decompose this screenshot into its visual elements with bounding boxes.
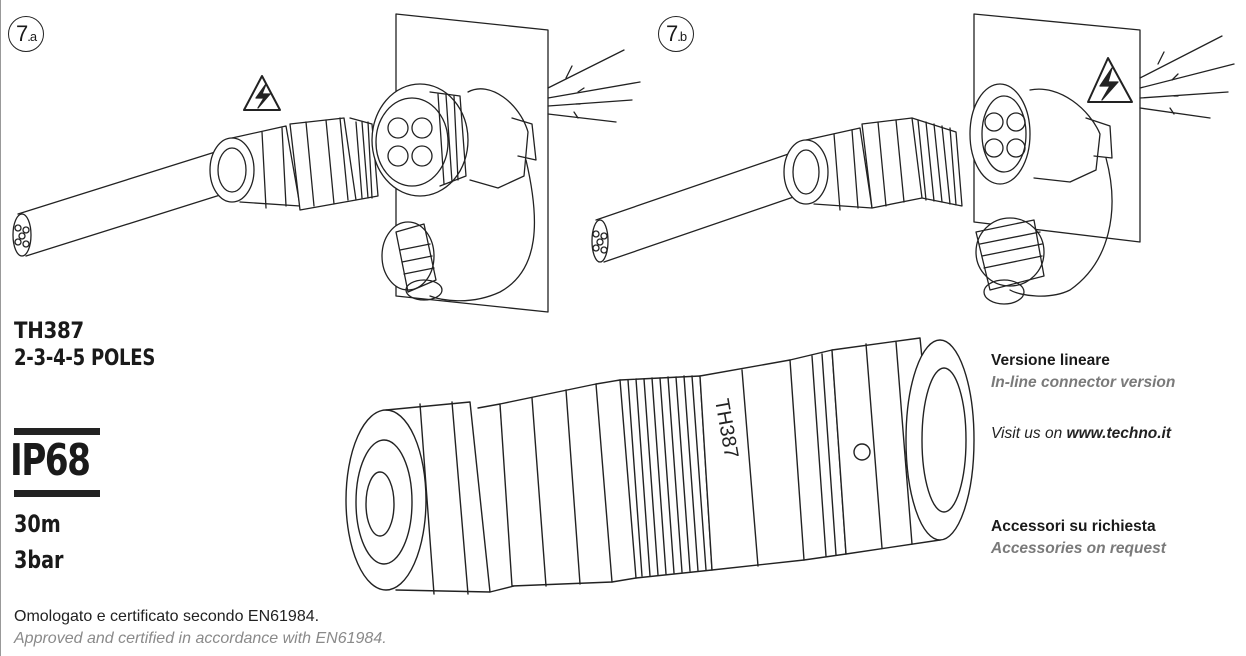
step-suffix: .b [677,29,687,44]
certification-it: Omologato e certificato secondo EN61984. [14,608,320,625]
step-7a-badge: 7.a [8,16,44,52]
product-poles: 2-3-4-5 POLES [14,346,156,371]
accessories-en: Accessories on request [991,540,1166,557]
page-border [0,0,1,656]
version-en: In-line connector version [991,374,1176,391]
pressure-rating: 3bar [14,546,64,574]
high-voltage-warning-icon [243,75,281,111]
step-suffix: .a [27,29,37,44]
visit-line: Visit us on www.techno.it [991,425,1171,443]
accessories-it: Accessori su richiesta [991,518,1156,535]
inline-connector-drawing [345,337,975,595]
assembly-7a-drawing [12,13,641,313]
website-link[interactable]: www.techno.it [1066,425,1172,442]
certification-en: Approved and certified in accordance wit… [14,630,387,647]
assembly-7b-drawing [591,13,1235,305]
step-number: 7 [15,21,28,46]
high-voltage-warning-icon [1087,57,1133,103]
product-code: TH387 [14,319,84,344]
version-it: Versione lineare [991,352,1110,369]
step-number: 7 [665,21,678,46]
immersion-depth: 30m [14,510,61,538]
ip-rating: IP68 [10,435,91,486]
visit-prefix: Visit us on [991,425,1067,442]
rating-bottom-bar [14,490,100,497]
step-7b-badge: 7.b [658,16,694,52]
rating-top-bar [14,428,100,435]
